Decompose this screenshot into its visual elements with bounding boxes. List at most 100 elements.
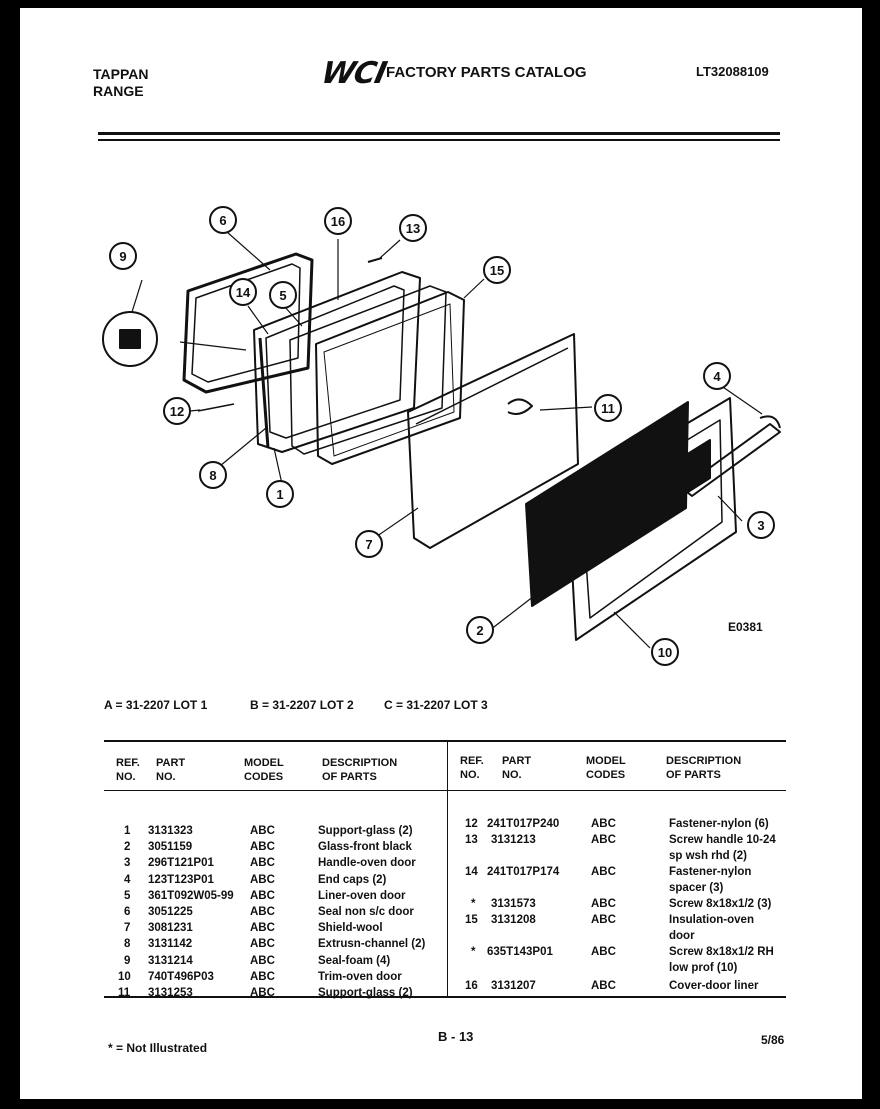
callout-13: 13 xyxy=(399,214,427,242)
trim-frame-part xyxy=(567,397,737,641)
model-codes: ABC xyxy=(591,866,616,878)
svg-text:8: 8 xyxy=(209,468,216,483)
model-codes: ABC xyxy=(250,987,275,999)
svg-text:5: 5 xyxy=(279,288,286,303)
callout-7: 7 xyxy=(355,530,383,558)
not-illustrated-note: * = Not Illustrated xyxy=(108,1041,208,1055)
svg-text:1: 1 xyxy=(276,487,283,502)
ref-number: 10 xyxy=(118,970,131,983)
svg-text:16: 16 xyxy=(331,214,345,229)
part-number: 3131573 xyxy=(491,898,536,910)
ref-number: 7 xyxy=(124,922,131,935)
model-codes: ABC xyxy=(591,898,616,910)
part-number: 241T017P240 xyxy=(487,818,560,830)
ref-number: * xyxy=(471,898,476,910)
ref-number: 16 xyxy=(465,980,478,992)
ref-number: 5 xyxy=(124,889,131,902)
part-number: 740T496P03 xyxy=(148,970,214,983)
header-ref-right: REF. NO. xyxy=(460,755,484,781)
part-description: Fastener-nylon xyxy=(669,866,752,878)
table-header-rule xyxy=(104,790,786,791)
ref-number: 8 xyxy=(124,938,131,951)
callout-3: 3 xyxy=(747,511,775,539)
revision-date: 5/86 xyxy=(761,1033,785,1047)
part-number: 3131142 xyxy=(148,938,193,951)
brand-block: TAPPAN RANGE xyxy=(93,66,148,100)
part-description: Handle-oven door xyxy=(318,857,416,870)
header-desc-left: DESCRIPTION OF PARTS xyxy=(322,757,398,783)
part-number: 296T121P01 xyxy=(148,857,214,870)
header-ref-left: REF. NO. xyxy=(116,757,140,783)
callout-14: 14 xyxy=(229,278,257,306)
part-description: Shield-wool xyxy=(318,922,383,935)
svg-text:7: 7 xyxy=(365,537,372,552)
part-number: 3131323 xyxy=(148,825,193,837)
callout-4: 4 xyxy=(703,362,731,390)
part-description-cont: sp wsh rhd (2) xyxy=(669,850,747,862)
callout-9: 9 xyxy=(109,242,137,270)
ref-number: 6 xyxy=(124,906,131,918)
handle-part xyxy=(681,423,781,497)
part-number: 3131207 xyxy=(491,980,536,992)
ref-number: 2 xyxy=(124,841,131,854)
ref-number: 3 xyxy=(124,857,131,870)
catalog-title: FACTORY PARTS CATALOG xyxy=(386,64,587,81)
model-codes: ABC xyxy=(250,970,275,983)
svg-text:15: 15 xyxy=(490,263,504,278)
svg-text:13: 13 xyxy=(406,221,420,236)
part-number: 3131208 xyxy=(491,914,536,926)
part-description-cont: door xyxy=(669,930,695,942)
part-description-cont: low prof (10) xyxy=(669,962,738,974)
lot-a: A = 31-2207 LOT 1 xyxy=(104,698,208,712)
liner-part xyxy=(289,285,447,455)
header-part-right: PART NO. xyxy=(502,755,532,781)
svg-text:12: 12 xyxy=(170,404,184,419)
part-description: Seal-foam (4) xyxy=(318,954,391,967)
callout-8: 8 xyxy=(199,461,227,489)
model-codes: ABC xyxy=(250,873,275,886)
ref-number: 1 xyxy=(124,825,131,837)
part-description: Support-glass (2) xyxy=(318,825,413,837)
model-codes: ABC xyxy=(250,889,275,902)
model-codes: ABC xyxy=(591,946,616,958)
insulation-part xyxy=(315,291,465,465)
callout-2: 2 xyxy=(466,616,494,644)
svg-text:6: 6 xyxy=(219,213,226,228)
model-codes: ABC xyxy=(591,980,616,992)
product-type: RANGE xyxy=(93,83,144,99)
part-number: 123T123P01 xyxy=(148,873,214,886)
seal-gasket-part xyxy=(182,252,314,394)
part-number: 3131253 xyxy=(148,987,193,999)
header-rule-bottom xyxy=(98,139,780,141)
part-description-cont: spacer (3) xyxy=(669,882,724,894)
model-codes: ABC xyxy=(250,857,275,870)
part-number: 635T143P01 xyxy=(487,946,553,958)
part-description: Fastener-nylon (6) xyxy=(669,818,769,830)
callout-16: 16 xyxy=(324,207,352,235)
model-codes: ABC xyxy=(591,914,616,926)
inner-frame-part xyxy=(253,271,421,453)
model-codes: ABC xyxy=(591,818,616,830)
brand-name: TAPPAN xyxy=(93,66,149,82)
part-number: 3051225 xyxy=(148,906,193,918)
part-description: Liner-oven door xyxy=(318,889,406,902)
lot-legend: A = 31-2207 LOT 1 B = 31-2207 LOT 2 C = … xyxy=(20,698,862,714)
part-description: Extrusn-channel (2) xyxy=(318,938,426,951)
part-number: 3131214 xyxy=(148,954,193,967)
model-codes: ABC xyxy=(250,841,275,854)
callout-15: 15 xyxy=(483,256,511,284)
callout-12: 12 xyxy=(163,397,191,425)
